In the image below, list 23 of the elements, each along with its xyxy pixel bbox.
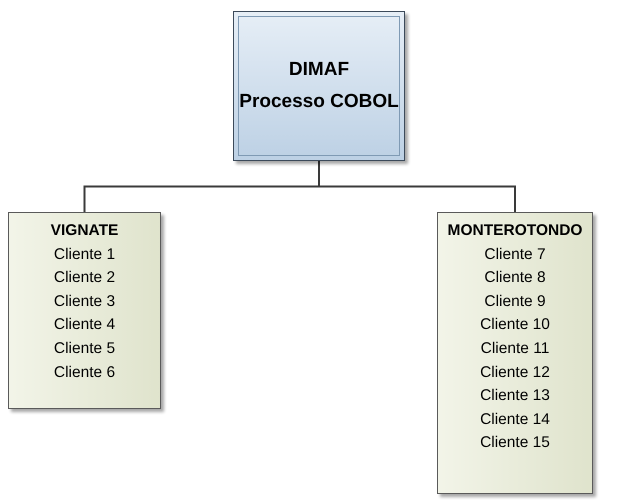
list-item: Cliente 5 xyxy=(54,338,116,359)
group-box xyxy=(8,212,161,409)
list-item: Cliente 14 xyxy=(480,410,550,430)
group-box xyxy=(437,212,593,494)
group-heading: MONTEROTONDO xyxy=(448,221,582,241)
connector-line xyxy=(318,161,516,212)
title-box xyxy=(233,11,405,161)
title-text: DIMAF xyxy=(288,58,350,82)
list-item: Cliente 4 xyxy=(54,315,116,336)
title-text: Processo COBOL xyxy=(239,90,399,114)
list-item: Cliente 1 xyxy=(54,244,116,265)
list-item: Cliente 3 xyxy=(54,292,116,312)
group-heading: VIGNATE xyxy=(50,221,118,241)
list-item: Cliente 2 xyxy=(54,268,116,288)
list-item: Cliente 11 xyxy=(480,338,550,359)
list-item: Cliente 8 xyxy=(484,268,546,288)
list-item: Cliente 12 xyxy=(480,362,550,383)
list-item: Cliente 7 xyxy=(484,244,546,265)
list-item: Cliente 15 xyxy=(480,433,550,454)
list-item: Cliente 13 xyxy=(480,386,550,406)
list-item: Cliente 6 xyxy=(54,362,116,383)
list-item: Cliente 10 xyxy=(480,315,550,336)
list-item: Cliente 9 xyxy=(484,292,546,312)
